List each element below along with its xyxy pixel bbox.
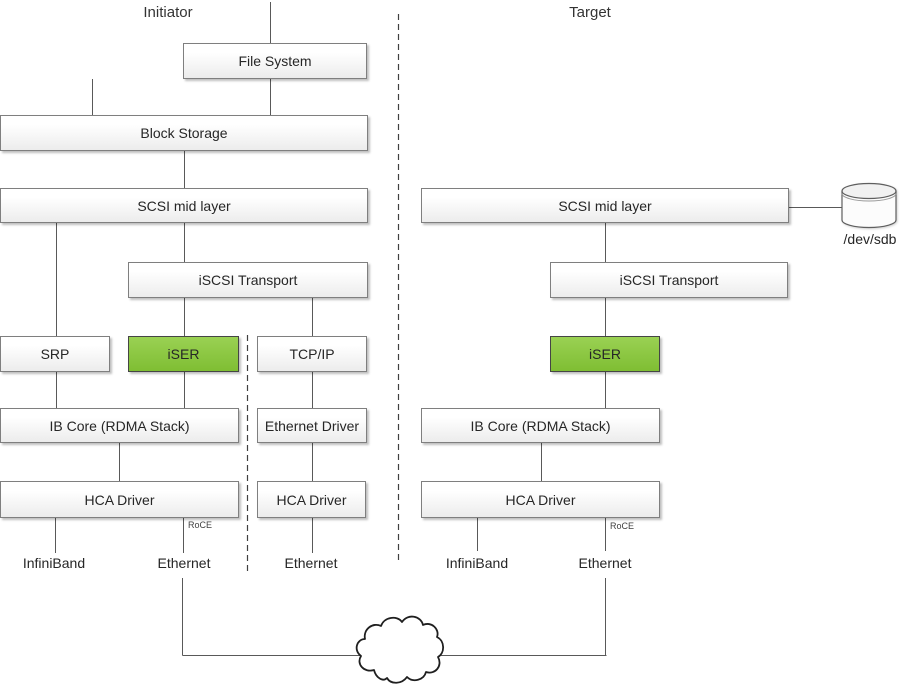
ethernet-port-initiator-text: Ethernet	[157, 555, 211, 571]
network-cloud-icon	[355, 615, 445, 684]
ib-core-initiator-box: IB Core (RDMA Stack)	[0, 408, 239, 443]
roce-label-target-text: RoCE	[610, 521, 635, 531]
ethernet-port-label-initiator: Ethernet	[139, 555, 229, 571]
ethernet-port-tcp-text: Ethernet	[284, 555, 338, 571]
scsi-mid-layer-initiator-box: SCSI mid layer	[0, 188, 368, 223]
iser-initiator-label: iSER	[167, 346, 200, 362]
initiator-heading: Initiator	[118, 4, 218, 21]
initiator-heading-label: Initiator	[143, 4, 193, 21]
infiniband-port-initiator-text: InfiniBand	[22, 555, 86, 571]
block-storage-box: Block Storage	[0, 115, 368, 151]
infiniband-port-label-target: InfiniBand	[432, 555, 522, 571]
hca-driver-tcp-box: HCA Driver	[257, 481, 366, 518]
ib-core-target-label: IB Core (RDMA Stack)	[470, 417, 611, 434]
ethernet-driver-box: Ethernet Driver	[257, 408, 367, 443]
ib-core-initiator-label: IB Core (RDMA Stack)	[49, 417, 190, 434]
scsi-mid-layer-target-label: SCSI mid layer	[558, 197, 652, 214]
hca-driver-initiator-box: HCA Driver	[0, 481, 239, 518]
dev-sdb-label-text: /dev/sdb	[843, 231, 897, 247]
iscsi-transport-target-box: iSCSI Transport	[550, 262, 788, 298]
srp-label: SRP	[40, 346, 70, 362]
disk-cylinder-icon	[841, 182, 897, 229]
block-storage-label: Block Storage	[140, 125, 228, 141]
iser-initiator-box: iSER	[128, 336, 239, 372]
target-heading-label: Target	[569, 4, 611, 21]
dev-sdb-label: /dev/sdb	[820, 231, 900, 247]
ethernet-port-label-tcp: Ethernet	[266, 555, 356, 571]
srp-box: SRP	[0, 336, 110, 372]
tcpip-label: TCP/IP	[289, 346, 335, 362]
scsi-mid-layer-initiator-label: SCSI mid layer	[137, 197, 231, 214]
ethernet-driver-label: Ethernet Driver	[264, 417, 360, 434]
ethernet-port-target-text: Ethernet	[578, 555, 632, 571]
hca-driver-tcp-label: HCA Driver	[276, 491, 347, 508]
hca-driver-target-box: HCA Driver	[421, 481, 660, 518]
hca-driver-initiator-label: HCA Driver	[84, 491, 155, 508]
scsi-mid-layer-target-box: SCSI mid layer	[421, 188, 789, 223]
iser-target-label: iSER	[589, 346, 621, 362]
iscsi-transport-initiator-label: iSCSI Transport	[198, 272, 298, 288]
infiniband-port-label-initiator: InfiniBand	[9, 555, 99, 571]
ib-core-target-box: IB Core (RDMA Stack)	[421, 408, 660, 443]
roce-label-initiator-text: RoCE	[188, 520, 213, 530]
tcpip-box: TCP/IP	[257, 336, 367, 372]
roce-label-target: RoCE	[610, 521, 634, 531]
iscsi-transport-target-label: iSCSI Transport	[619, 272, 719, 288]
roce-label-initiator: RoCE	[188, 520, 212, 530]
ethernet-port-label-target: Ethernet	[560, 555, 650, 571]
file-system-box: File System	[183, 43, 367, 79]
file-system-label: File System	[238, 53, 312, 69]
iscsi-transport-initiator-box: iSCSI Transport	[128, 262, 368, 298]
hca-driver-target-label: HCA Driver	[505, 491, 576, 508]
iser-target-box: iSER	[550, 336, 660, 372]
target-heading: Target	[540, 4, 640, 21]
infiniband-port-target-text: InfiniBand	[445, 555, 509, 571]
